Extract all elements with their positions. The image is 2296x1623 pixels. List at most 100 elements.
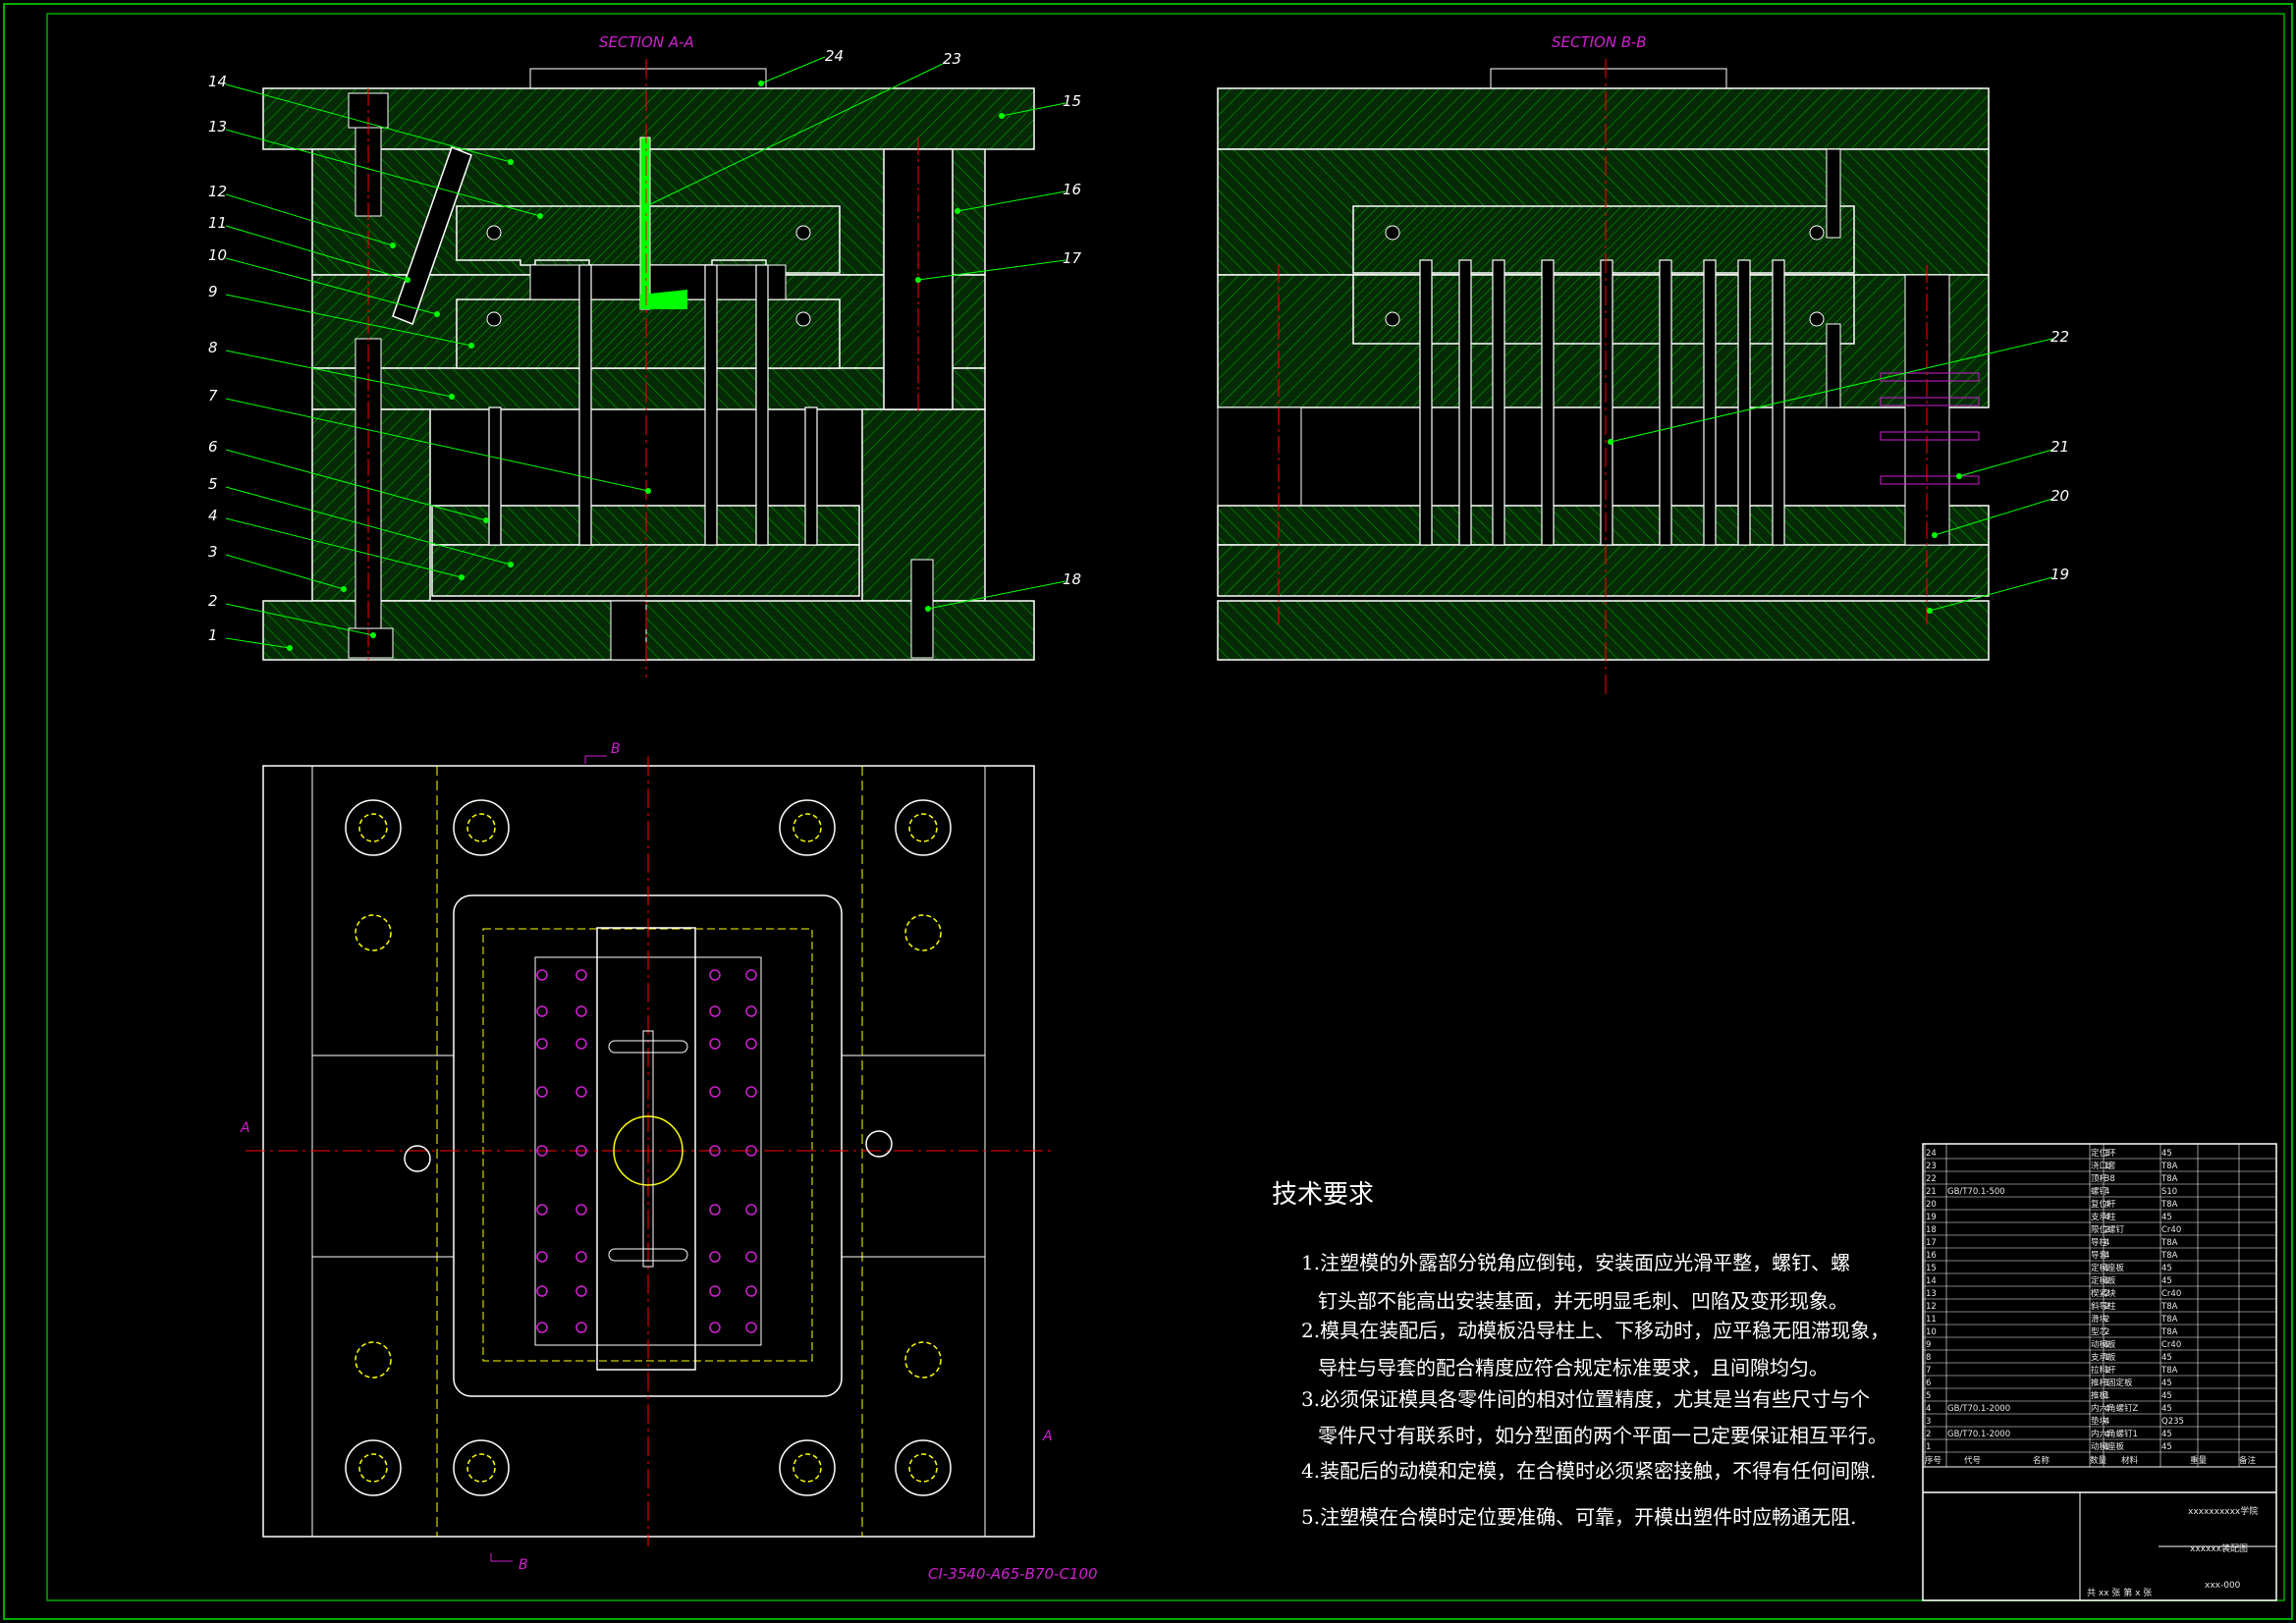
svg-text:A: A: [1042, 1429, 1053, 1444]
bom-cell-qty: 1: [2105, 1379, 2109, 1388]
bom-cell-no: 5: [1926, 1391, 1931, 1401]
bom-header-std: 代号: [1964, 1455, 1981, 1466]
section-b-b-view: SECTION B-B: [1217, 33, 2069, 697]
bom-cell-qty: 4: [2105, 1251, 2109, 1261]
bom-cell-mat: T8A: [2160, 1366, 2178, 1376]
bom-cell-qty: 4: [2105, 1404, 2109, 1414]
section-b-title: SECTION B-B: [1552, 33, 1647, 51]
technical-requirements: 技术要求 1.注塑模的外露部分锐角应倒钝，安装面应光滑平整，螺钉、螺 钉头部不能…: [1272, 1180, 1889, 1529]
bom-cell-no: 21: [1926, 1187, 1937, 1197]
bom-cell-qty: 38: [2105, 1174, 2115, 1184]
bom-cell-no: 16: [1926, 1251, 1937, 1261]
bom-cell-mat: 45: [2161, 1379, 2172, 1388]
svg-text:2: 2: [208, 592, 218, 610]
bom-cell-mat: T8A: [2160, 1200, 2178, 1210]
bom-cell-no: 24: [1926, 1149, 1937, 1159]
bom-cell-qty: 1: [2105, 1276, 2109, 1286]
leader-dots-a: [287, 81, 1005, 651]
svg-text:xxx-000: xxx-000: [2205, 1581, 2241, 1591]
bom-cell-mat: T8A: [2160, 1162, 2178, 1171]
svg-text:2.模具在装配后，动模板沿导柱上、下移动时，应平稳无阻滞现象: 2.模具在装配后，动模板沿导柱上、下移动时，应平稳无阻滞现象，: [1301, 1319, 1889, 1342]
svg-text:8: 8: [208, 339, 218, 356]
svg-text:1: 1: [208, 626, 218, 644]
svg-text:13: 13: [208, 118, 227, 135]
svg-text:共 xx 张 第 x 张: 共 xx 张 第 x 张: [2087, 1587, 2152, 1598]
bom-header-remark: 备注: [2239, 1455, 2257, 1466]
bom-cell-no: 14: [1926, 1276, 1937, 1286]
bom-cell-name: 推板: [2091, 1390, 2108, 1401]
bom-cell-no: 3: [1926, 1417, 1931, 1427]
svg-text:10: 10: [208, 246, 227, 264]
bom-cell-name: 动模座板: [2091, 1441, 2125, 1452]
svg-text:3: 3: [208, 543, 218, 561]
bom-cell-no: 13: [1926, 1289, 1937, 1299]
svg-text:21: 21: [2050, 438, 2069, 456]
bom-cell-name: 定模座板: [2091, 1263, 2125, 1273]
bom-cell-mat: 45: [2161, 1213, 2172, 1222]
section-a-a-view: SECTION A-A: [208, 33, 1082, 677]
bom-cell-name: 导套: [2091, 1250, 2108, 1261]
bom-cell-mat: T8A: [2160, 1315, 2178, 1325]
bom-cell-mat: T8A: [2160, 1327, 2178, 1337]
ejector-pins-a: [488, 264, 818, 546]
bom-cell-qty: 4: [2105, 1430, 2109, 1439]
svg-text:1.注塑模的外露部分锐角应倒钝，安装面应光滑平整，螺钉、螺: 1.注塑模的外露部分锐角应倒钝，安装面应光滑平整，螺钉、螺: [1301, 1251, 1850, 1274]
bom-cell-no: 1: [1926, 1442, 1931, 1452]
bom-cell-qty: 2: [2105, 1315, 2109, 1325]
bom-cell-mat: S10: [2161, 1187, 2177, 1197]
svg-text:B: B: [519, 1557, 528, 1573]
bom-cell-name: 内六角螺钉1: [2091, 1429, 2138, 1439]
ejector-pins-b: [1419, 259, 1785, 546]
tech-req-heading: 技术要求: [1272, 1180, 1374, 1210]
bom-cell-name: 导柱: [2091, 1237, 2108, 1248]
bom-cell-qty: 1: [2105, 1340, 2109, 1350]
support-plate: [311, 367, 986, 410]
bom-cell-no: 17: [1926, 1238, 1937, 1248]
bom-cell-qty: 4: [2105, 1213, 2109, 1222]
svg-text:零件尺寸有联系时，如分型面的两个平面一己定要保证相互平行。: 零件尺寸有联系时，如分型面的两个平面一己定要保证相互平行。: [1318, 1424, 1887, 1447]
bom-cell-mat: T8A: [2160, 1174, 2178, 1184]
bom-cell-mat: Cr40: [2161, 1289, 2181, 1299]
bom-cell-mat: T8A: [2160, 1251, 2178, 1261]
bom-cell-qty: 4: [2105, 1187, 2109, 1197]
bom-cell-no: 8: [1926, 1353, 1931, 1363]
bom-cell-mat: 45: [2161, 1430, 2172, 1439]
svg-text:4: 4: [208, 507, 218, 524]
svg-text:20: 20: [2050, 487, 2069, 505]
svg-text:23: 23: [943, 50, 961, 68]
bom-cell-no: 11: [1926, 1315, 1937, 1325]
bom-cell-no: 6: [1926, 1379, 1931, 1388]
bom-cell-mat: Cr40: [2161, 1225, 2181, 1235]
bom-cell-mat: 45: [2161, 1404, 2172, 1414]
svg-text:15: 15: [1063, 92, 1081, 110]
bom-cell-name: 型芯: [2091, 1326, 2108, 1337]
bom-cell-qty: 1: [2105, 1353, 2109, 1363]
section-a-title: SECTION A-A: [599, 33, 694, 51]
bom-cell-qty: 2: [2105, 1225, 2109, 1235]
bom-cell-mat: Q235: [2161, 1417, 2184, 1427]
bom-header-name: 名称: [2033, 1455, 2050, 1466]
svg-text:9: 9: [208, 283, 218, 300]
bom-cell-mat: T8A: [2160, 1238, 2178, 1248]
bom-cell-qty: 4: [2105, 1200, 2109, 1210]
bom-cell-mat: Cr40: [2161, 1340, 2181, 1350]
bom-cell-no: 22: [1926, 1174, 1937, 1184]
bom-cell-std: GB/T70.1-500: [1947, 1187, 2005, 1197]
svg-text:18: 18: [1063, 570, 1081, 588]
bom-cell-mat: 45: [2161, 1264, 2172, 1273]
bom-cell-mat: 45: [2161, 1391, 2172, 1401]
